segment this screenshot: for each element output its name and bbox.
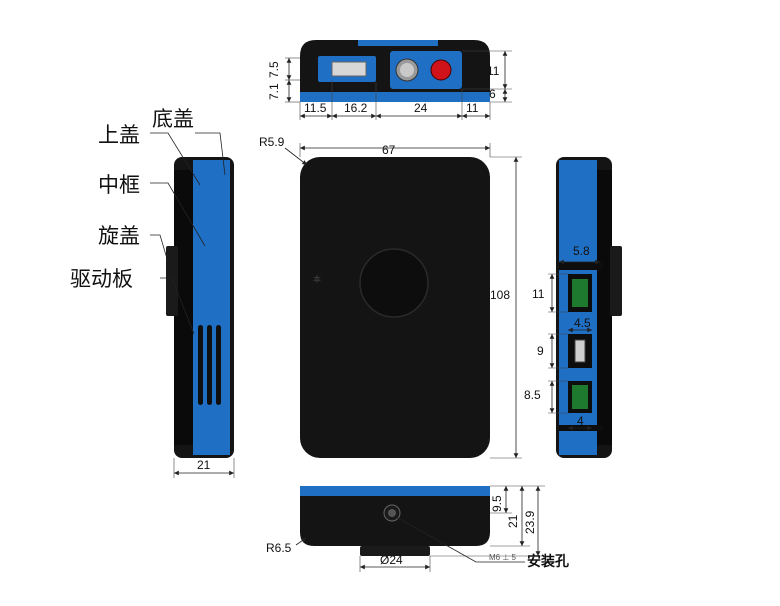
vent-slots [198,325,221,405]
bottom-view: Ø24 R6.5 9.5 21 23.9 M6 ⊥ 5 [266,485,545,572]
thread-spec: M6 ⊥ 5 [489,553,517,562]
front-dim-radius: R5.9 [259,135,285,149]
right-dim-d6: 4 [577,414,584,428]
front-view: 本 67 R5.9 108 [259,135,522,459]
label-rotary-cover: 旋盖 [98,224,140,248]
bottom-dim-d2: 21 [506,514,520,528]
left-dim-thickness: 21 [197,458,211,472]
label-driver-board: 驱动板 [70,267,133,291]
bottom-dim-radius: R6.5 [266,541,292,555]
top-dim-r2: 6 [489,87,496,101]
left-side-view: 21 [150,132,235,478]
right-dim-d2: 11 [532,287,545,301]
bottom-dim-diameter: Ø24 [380,553,403,567]
bottom-dim-d1: 9.5 [490,495,504,512]
svg-text:本: 本 [313,274,321,284]
top-dim-w1: 11.5 [304,101,327,115]
top-dim-h2: 7.1 [267,83,281,100]
right-dim-d3: 4.5 [574,316,591,330]
label-top-cover: 上盖 [98,123,140,147]
top-dim-r1: 11 [487,64,500,78]
right-dim-d5: 8.5 [524,388,541,402]
label-middle-frame: 中框 [98,173,140,197]
top-view: 7.5 7.1 11.5 16.2 24 11 11 6 [267,40,512,120]
label-bottom-cover: 底盖 [152,107,194,131]
top-dim-w2: 16.2 [344,101,368,115]
right-side-view: 5.8 11 4.5 9 8.5 4 [524,157,622,458]
top-dim-w3: 24 [414,101,428,115]
top-dim-w4: 11 [466,101,479,115]
right-dim-d1: 5.8 [573,244,590,258]
label-mounting-hole: 安装孔 [527,553,569,570]
right-dim-d4: 9 [537,344,544,358]
front-dim-width: 67 [382,143,396,157]
front-dim-height: 108 [490,288,510,302]
top-dim-h1: 7.5 [267,61,281,78]
bottom-dim-d3: 23.9 [523,510,537,534]
